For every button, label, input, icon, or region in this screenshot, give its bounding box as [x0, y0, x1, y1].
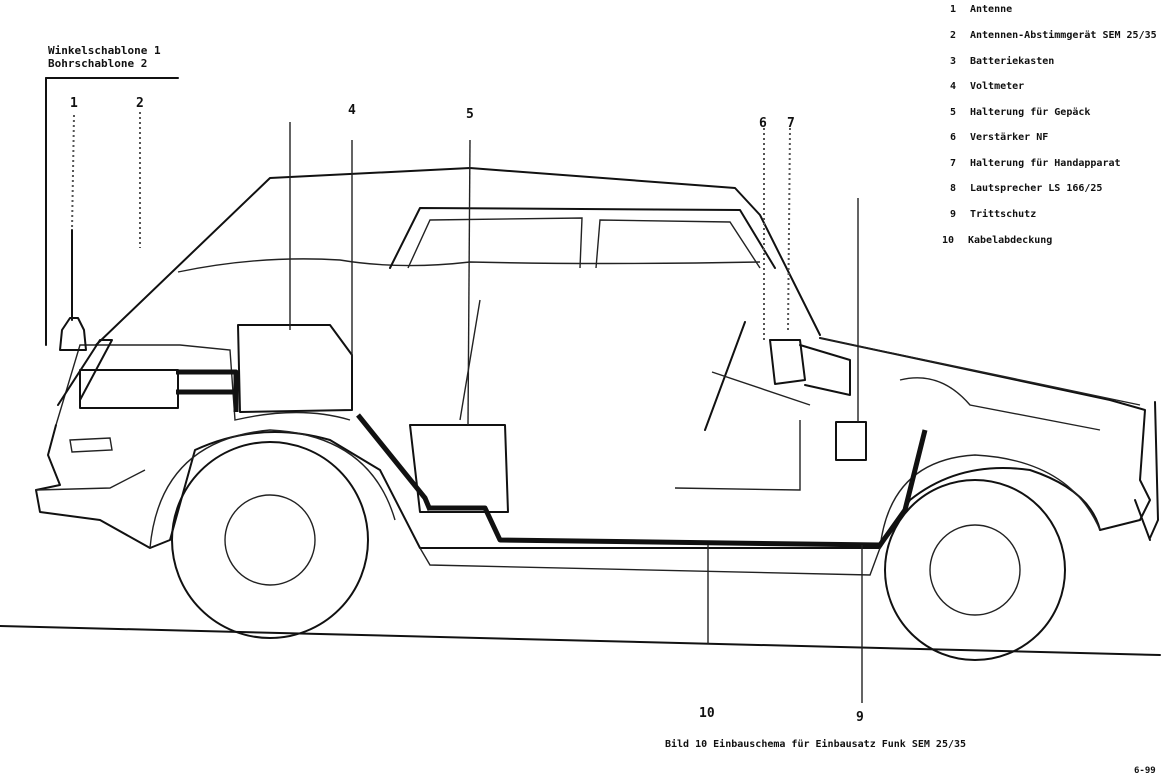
soft-top [95, 167, 821, 346]
soft-top-fold [177, 258, 761, 273]
window-front [407, 217, 583, 269]
antenna-tuner [79, 369, 179, 409]
loudspeaker [835, 421, 867, 461]
legend-num: 2 [950, 30, 957, 41]
callout-7: 7 [787, 116, 795, 131]
legend-item: 10 Kabelabdeckung [942, 235, 1052, 246]
legend-item: 2 Antennen-Abstimmgerät SEM 25/35 [950, 30, 1157, 41]
template-label-2: Bohrschablone 2 [48, 57, 148, 70]
legend-text: Voltmeter [970, 81, 1025, 92]
callout-1: 1 [70, 96, 78, 111]
legend-num: 9 [950, 209, 957, 220]
floor-cable [428, 429, 928, 548]
callout-10: 10 [699, 706, 715, 721]
hood-crease [899, 377, 1101, 431]
rear-fender [149, 429, 396, 549]
legend-num: 6 [950, 132, 957, 143]
battery-box [237, 324, 353, 413]
tuner-brace [57, 339, 113, 406]
amplifier-nf [769, 339, 806, 385]
window-rear [595, 219, 761, 269]
legend-item: 7 Halterung für Handapparat [950, 158, 1121, 169]
legend-text: Halterung für Handapparat [970, 158, 1121, 169]
legend-num: 8 [950, 183, 957, 194]
legend-text: Trittschutz [970, 209, 1037, 220]
steering-column [711, 371, 811, 406]
legend-num: 5 [950, 107, 957, 118]
legend-num: 4 [950, 81, 957, 92]
legend-num: 3 [950, 56, 957, 67]
rear-wheel-tire [171, 441, 369, 639]
legend-num: 7 [950, 158, 957, 169]
rear-wheel-rim [224, 494, 316, 586]
legend-item: 6 Verstärker NF [950, 132, 1048, 143]
door-line [459, 299, 801, 491]
callout-6: 6 [759, 116, 767, 131]
legend-text: Halterung für Gepäck [970, 107, 1091, 118]
rear-light [69, 437, 113, 453]
figure-caption: Bild 10 Einbauschema für Einbausatz Funk… [665, 739, 967, 750]
legend-num: 1 [950, 4, 957, 15]
legend-text: Antenne [970, 4, 1013, 15]
legend-text: Batteriekasten [970, 56, 1055, 67]
front-wheel-tire [884, 479, 1066, 661]
template-label-1: Winkelschablone 1 [48, 44, 161, 57]
hood-edge [819, 337, 1141, 406]
legend-text: Kabelabdeckung [968, 235, 1053, 246]
legend-item: 4 Voltmeter [950, 81, 1024, 92]
ground-line [0, 625, 1161, 656]
legend-item: 1 Antenne [950, 4, 1012, 15]
rear-panel [55, 344, 351, 426]
luggage-holder [409, 424, 509, 513]
legend-num: 10 [942, 235, 955, 246]
front-guard [1134, 401, 1159, 541]
window-frame [389, 207, 776, 269]
page-mark: 6-99 [1134, 766, 1156, 776]
handset-leader [787, 127, 791, 331]
antenna-base [59, 317, 87, 351]
legend-item: 9 Trittschutz [950, 209, 1036, 220]
rear-bumper [35, 469, 146, 491]
antenna-leader [71, 114, 75, 231]
handset-holder [799, 344, 851, 396]
callout-9: 9 [856, 710, 864, 725]
front-wheel-rim [929, 524, 1021, 616]
rear-cable [176, 369, 239, 412]
legend-text: Antennen-Abstimmgerät SEM 25/35 [970, 30, 1157, 41]
callout-2: 2 [136, 96, 144, 111]
legend-item: 5 Halterung für Gepäck [950, 107, 1090, 118]
front-fender [879, 454, 1101, 549]
legend-text: Verstärker NF [970, 132, 1049, 143]
legend-text: Lautsprecher LS 166/25 [970, 183, 1103, 194]
callout-5: 5 [466, 107, 474, 122]
luggage-leader [467, 139, 471, 426]
legend-item: 3 Batteriekasten [950, 56, 1054, 67]
body-outline [35, 337, 1151, 549]
door-sill [419, 547, 881, 576]
legend-item: 8 Lautsprecher LS 166/25 [950, 183, 1102, 194]
callout-4: 4 [348, 103, 356, 118]
